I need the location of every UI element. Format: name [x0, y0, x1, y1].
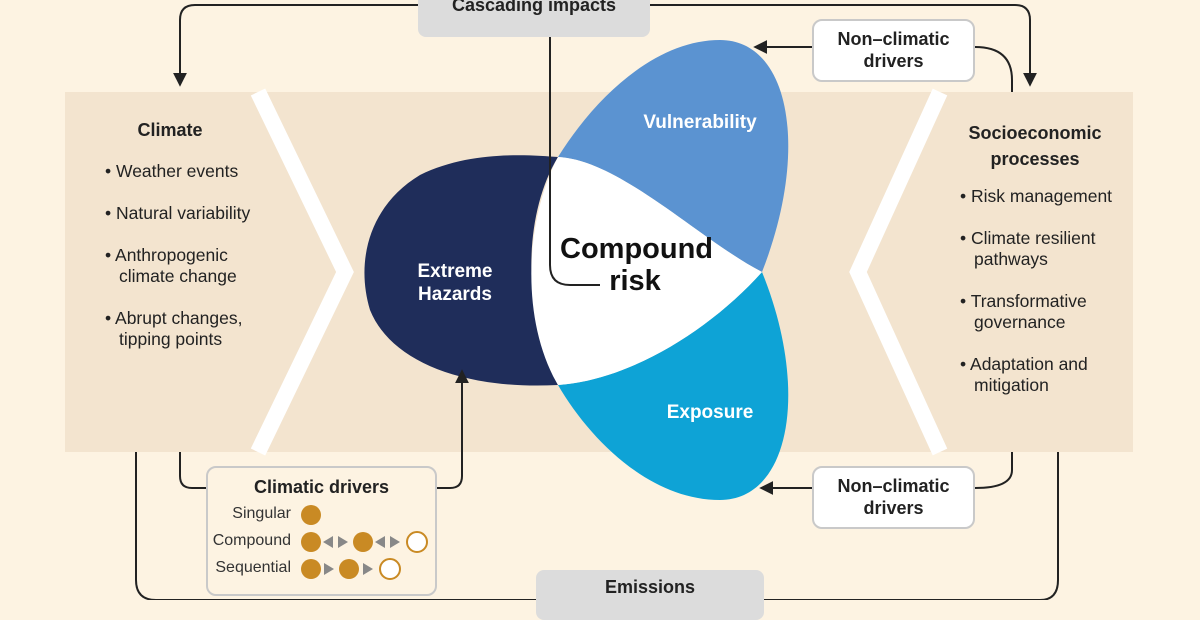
driver-dot-empty: [406, 531, 428, 553]
non-climatic-bottom-connector: [974, 452, 1013, 489]
list-item: Natural variability: [105, 203, 295, 224]
driver-dot: [301, 532, 321, 552]
arrow-right-glyph: [338, 536, 348, 548]
compound-risk-center: [531, 157, 762, 385]
climatic-drivers-arrow: [437, 369, 469, 489]
arrow-left-glyph: [375, 536, 385, 548]
right-chevron-divider: [849, 88, 948, 456]
arrow-left-glyph: [323, 536, 333, 548]
left-chevron-divider: [250, 88, 354, 456]
non-climatic-top-label: Non–climatic drivers: [837, 29, 950, 71]
driver-dot: [301, 505, 321, 525]
climatic-drivers-title: Climatic drivers: [253, 477, 390, 497]
arrow-right-glyph: [390, 536, 400, 548]
arrow-right-glyph: [363, 563, 373, 575]
top-right-loop-arrow: [650, 4, 1037, 87]
cascading-impacts-label: Cascading impacts: [451, 0, 617, 15]
climatic-drivers-box: Climatic drivers: [206, 466, 437, 596]
exposure-petal: [558, 272, 789, 500]
driver-dot: [353, 532, 373, 552]
exposure-label: Exposure: [666, 402, 754, 423]
climate-panel: Climate Weather events Natural variabili…: [105, 120, 295, 371]
non-climatic-bottom-label: Non–climatic drivers: [837, 476, 950, 518]
cascading-impacts-box: Cascading impacts: [418, 0, 650, 37]
hazards-label: Extreme Hazards: [417, 261, 493, 305]
non-climatic-drivers-bottom-box: Non–climatic drivers: [812, 466, 975, 529]
cascading-line: [549, 35, 600, 286]
diagram-canvas: [65, 4, 1133, 600]
list-item: Transformative governance: [960, 291, 1104, 333]
climatic-drivers-connector: [179, 452, 206, 489]
climate-title: Climate: [137, 120, 203, 140]
non-climatic-drivers-top-box: Non–climatic drivers: [812, 19, 975, 82]
list-item: Adaptation and mitigation: [960, 354, 1104, 396]
socioeconomic-title: Socioeconomic processes: [968, 123, 1102, 169]
sequential-driver-glyph: [301, 558, 401, 580]
list-item: Anthropogenic climate change: [105, 245, 259, 287]
compound-label: Compound: [212, 532, 291, 549]
driver-dot: [339, 559, 359, 579]
driver-dot: [301, 559, 321, 579]
vulnerability-label: Vulnerability: [643, 112, 757, 133]
climate-list: Weather events Natural variability Anthr…: [105, 161, 295, 350]
driver-dot-empty: [379, 558, 401, 580]
arrow-right-glyph: [324, 563, 334, 575]
emissions-box: Emissions: [536, 570, 764, 620]
list-item: Abrupt changes, tipping points: [105, 308, 279, 350]
emissions-label: Emissions: [604, 577, 696, 597]
bottom-loop: [135, 452, 1059, 600]
hazards-petal: [364, 155, 558, 386]
vulnerability-petal: [558, 40, 789, 272]
list-item: Climate resilient pathways: [960, 228, 1124, 270]
non-climatic-top-connector: [974, 46, 1013, 92]
socioeconomic-panel: Socioeconomic processes Risk management …: [960, 120, 1130, 417]
list-item: Risk management: [960, 186, 1130, 207]
top-left-loop-arrow: [173, 4, 420, 87]
compound-driver-glyph: [301, 531, 428, 553]
socioeconomic-list: Risk management Climate resilient pathwa…: [960, 186, 1130, 396]
singular-driver-glyph: [301, 505, 321, 525]
compound-risk-label: Compound risk: [560, 233, 714, 297]
list-item: Weather events: [105, 161, 295, 182]
singular-label: Singular: [232, 505, 291, 522]
sequential-label: Sequential: [215, 559, 291, 576]
